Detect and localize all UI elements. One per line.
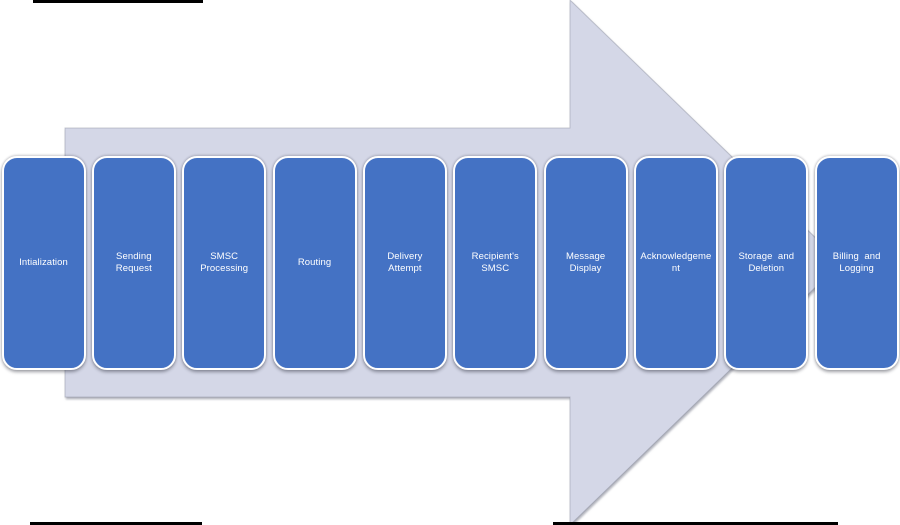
process-step-label: Sending Request — [115, 250, 158, 274]
process-step-box: Storage and Deletion — [724, 156, 809, 370]
process-step-box: Delivery Attempt — [362, 156, 447, 370]
edge-artifact-line-top — [33, 0, 203, 3]
process-step-label: Message Display — [565, 250, 608, 274]
process-step-label: Acknowledgeme nt — [640, 250, 712, 274]
process-step-box: Routing — [272, 156, 357, 370]
process-step-box: Sending Request — [91, 156, 176, 370]
edge-artifact-line-bottom-right — [553, 522, 838, 525]
process-step-box: Intialization — [1, 156, 86, 370]
process-step-label: SMSC Processing — [200, 250, 249, 274]
process-step-label: Recipient's SMSC — [471, 250, 519, 274]
edge-artifact-line-bottom-left — [30, 522, 202, 525]
process-step-label: Delivery Attempt — [387, 250, 423, 274]
process-step-label: Billing and Logging — [832, 250, 881, 274]
process-step-label: Intialization — [19, 256, 68, 268]
process-step-box: Message Display — [543, 156, 628, 370]
process-step-box: SMSC Processing — [182, 156, 267, 370]
process-step-box: Billing and Logging — [814, 156, 899, 370]
process-step-label: Routing — [297, 256, 332, 268]
process-step-box: Acknowledgeme nt — [633, 156, 718, 370]
process-step-label: Storage and Deletion — [738, 250, 795, 274]
right-arrow-polygon — [64, 0, 842, 525]
process-step-box: Recipient's SMSC — [453, 156, 538, 370]
